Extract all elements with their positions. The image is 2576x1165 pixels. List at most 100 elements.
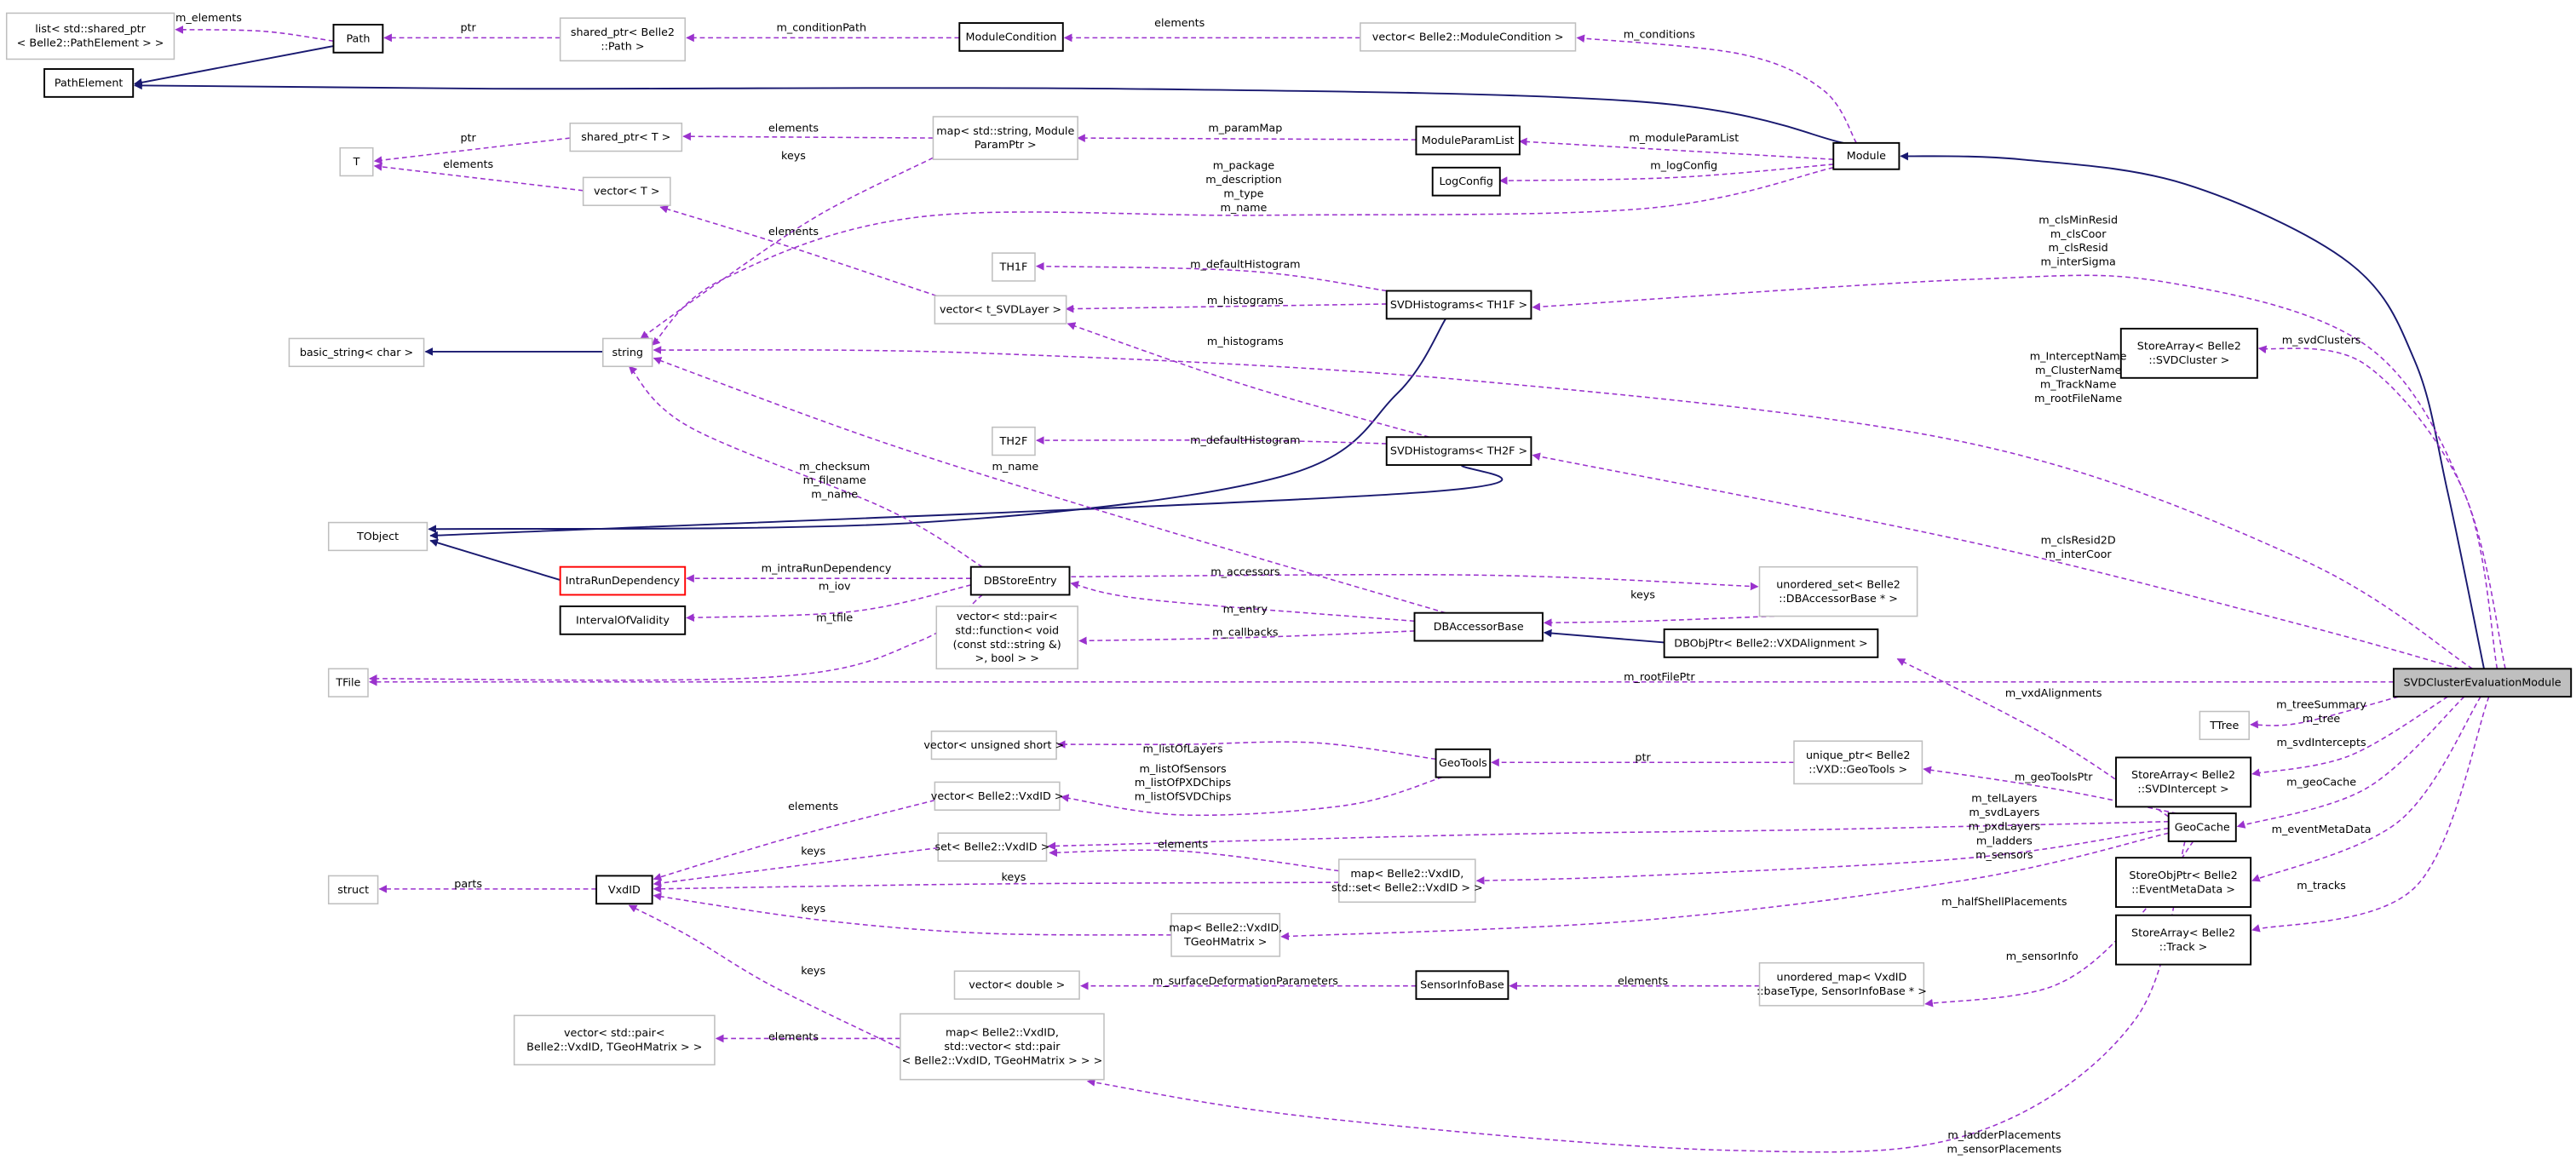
edge-label: m_logConfig (1650, 160, 1717, 173)
member-edge-svdclusterevaluationmodule-to-storeobjptr_eventmetadata (2251, 696, 2481, 882)
class-node-string: string (602, 337, 653, 368)
edge-label: m_ClusterName (2035, 364, 2122, 377)
edge-label: keys (801, 903, 825, 915)
class-node-label: LogConfig (1439, 175, 1493, 188)
class-node-storeobjptr_eventmetadata[interactable]: StoreObjPtr< Belle2::EventMetaData > (2115, 857, 2252, 909)
class-node-label: shared_ptr< Belle2 (571, 26, 675, 39)
class-node-label: (const std::string &) (953, 639, 1061, 651)
member-edge-map_vxdid_tgeohmatrix-to-vxdid (653, 892, 1172, 936)
class-node-intrarundependency[interactable]: IntraRunDependency (559, 565, 687, 596)
edges-layer (134, 26, 2506, 1153)
edge-label: m_description (1205, 174, 1281, 187)
edge-label: m_svdClusters (2282, 334, 2361, 347)
edge-label: m_pxdLayers (1969, 820, 2040, 833)
class-node-label: std::set< Belle2::VxdID > > (1331, 881, 1483, 894)
class-node-label: unordered_map< VxdID (1777, 972, 1907, 984)
class-node-svdhistograms_th1f[interactable]: SVDHistograms< TH1F > (1385, 290, 1532, 320)
class-node-vector_unsigned_short: vector< unsigned short > (923, 730, 1064, 760)
class-node-moduleparamlist[interactable]: ModuleParamList (1415, 125, 1521, 156)
class-node-path[interactable]: Path (332, 23, 384, 54)
member-edge-vector_vxdid-to-vxdid (653, 799, 935, 881)
class-node-map_vxdid_tgeohmatrix: map< Belle2::VxdID,TGeoHMatrix > (1169, 913, 1282, 957)
edge-label: m_clsCoor (2050, 228, 2107, 241)
edge-label: m_iov (819, 581, 851, 594)
edge-label: parts (454, 878, 482, 891)
class-node-basic_string: basic_string< char > (288, 337, 425, 368)
class-node-sensorinfobase[interactable]: SensorInfoBase (1415, 970, 1509, 1001)
inheritance-edge-intrarundependency-to-tobject (429, 538, 561, 582)
edge-label: m_rootFilePtr (1624, 671, 1695, 684)
class-node-intervalofvalidity[interactable]: IntervalOfValidity (559, 605, 687, 635)
class-node-label: StoreArray< Belle2 (2131, 769, 2235, 782)
class-node-geocache[interactable]: GeoCache (2167, 812, 2237, 842)
member-edge-svdclusterevaluationmodule-to-svdhistograms_th1f (1532, 274, 2506, 669)
edge-label: m_intraRunDependency (762, 562, 892, 575)
edge-label: m_conditions (1624, 28, 1695, 41)
edge-label: ptr (460, 22, 476, 35)
member-edge-geotools-to-vector_unsigned_short (1057, 740, 1436, 760)
edge-label: keys (1630, 588, 1655, 601)
class-node-label: ::VXD::GeoTools > (1808, 763, 1907, 776)
class-node-label: IntraRunDependency (566, 575, 681, 588)
class-node-storearray_svdcluster[interactable]: StoreArray< Belle2::SVDCluster > (2119, 327, 2258, 379)
edge-label: m_treeSummary (2276, 699, 2366, 712)
edge-label: m_conditionPath (777, 22, 866, 35)
class-node-pathelement[interactable]: PathElement (43, 68, 135, 98)
class-node-label: ::Track > (2159, 941, 2208, 954)
class-node-label: < Belle2::VxdID, TGeoHMatrix > > > (902, 1054, 1103, 1067)
member-edge-vector_t_svdlayer-to-vector_t (659, 205, 937, 297)
member-edge-module-to-vector_modulecondition (1576, 34, 1857, 144)
class-node-label: vector< std::pair< (564, 1027, 665, 1040)
class-node-vxdid[interactable]: VxdID (595, 875, 653, 905)
class-node-label: SVDHistograms< TH2F > (1390, 445, 1527, 458)
class-node-label: TTree (2209, 720, 2239, 732)
class-node-label: SensorInfoBase (1420, 979, 1504, 992)
class-node-dbaccessorbase[interactable]: DBAccessorBase (1413, 611, 1544, 642)
class-node-storearray_track[interactable]: StoreArray< Belle2::Track > (2115, 914, 2252, 966)
inheritance-edge-svdhistograms_th1f-to-tobject (428, 318, 1446, 533)
edge-label: m_interCoor (2045, 548, 2113, 561)
edge-label: m_histograms (1207, 295, 1284, 307)
edge-label: m_clsMinResid (2038, 214, 2118, 227)
class-node-modulecondition[interactable]: ModuleCondition (958, 22, 1064, 52)
class-node-label: >, bool > > (975, 652, 1039, 665)
class-node-storearray_svdintercept[interactable]: StoreArray< Belle2::SVDIntercept > (2115, 756, 2252, 808)
class-node-svdclusterevaluationmodule[interactable]: SVDClusterEvaluationModule (2392, 668, 2573, 698)
class-node-label: struct (337, 884, 369, 897)
class-node-logconfig[interactable]: LogConfig (1431, 166, 1501, 197)
edge-label: elements (788, 801, 838, 813)
edge-label: m_defaultHistogram (1190, 259, 1300, 272)
class-node-geotools[interactable]: GeoTools (1435, 748, 1492, 778)
class-node-dbstoreentry[interactable]: DBStoreEntry (969, 565, 1071, 596)
edge-label: m_geoCache (2286, 776, 2356, 789)
member-edge-dbstoreentry-to-intervalofvalidity (686, 584, 971, 622)
class-node-label: DBStoreEntry (984, 575, 1057, 588)
class-node-tfile: TFile (327, 668, 369, 697)
class-node-label: GeoTools (1439, 757, 1487, 770)
edge-label: elements (443, 158, 493, 171)
class-node-vector_double: vector< double > (953, 970, 1080, 1000)
edge-label: m_tree (2303, 713, 2340, 726)
edge-label: keys (781, 150, 806, 163)
class-node-label: ::DBAccessorBase * > (1779, 593, 1898, 605)
edge-label: m_surfaceDeformationParameters (1153, 975, 1338, 988)
edge-label: m_interSigma (2041, 256, 2116, 269)
class-node-dbobjptr_vxdalignment[interactable]: DBObjPtr< Belle2::VXDAlignment > (1663, 628, 1879, 658)
member-edge-map_vxdid_set-to-set_vxdid (1049, 848, 1339, 872)
class-node-vector_t_svdlayer: vector< t_SVDLayer > (934, 295, 1067, 324)
member-edge-module-to-logconfig (1498, 164, 1834, 185)
class-node-svdhistograms_th2f[interactable]: SVDHistograms< TH2F > (1385, 436, 1532, 467)
inheritance-edge-svdhistograms_th2f-to-tobject (429, 464, 1504, 540)
class-node-label: ModuleParamList (1422, 135, 1515, 147)
class-node-label: vector< t_SVDLayer > (940, 304, 1061, 317)
class-node-label: list< std::shared_ptr (35, 23, 146, 36)
class-node-module[interactable]: Module (1832, 141, 1900, 170)
class-node-th1f: TH1F (992, 252, 1036, 282)
class-node-label: ::SVDCluster > (2148, 354, 2229, 367)
edge-label: elements (1154, 17, 1205, 30)
class-node-unique_ptr_geotools: unique_ptr< Belle2::VXD::GeoTools > (1793, 740, 1923, 785)
member-edge-module-to-string (651, 167, 1834, 346)
member-edge-path-to-list_pathelement (175, 26, 334, 43)
member-edge-geotools-to-vector_vxdid (1060, 776, 1443, 817)
member-edge-module-to-moduleparamlist (1518, 137, 1834, 160)
